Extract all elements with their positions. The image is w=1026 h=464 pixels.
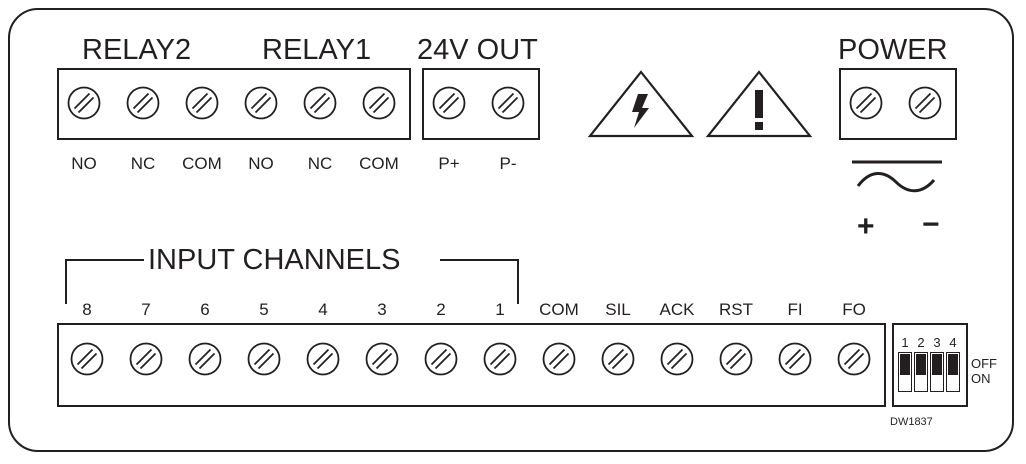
relay1-no-screw-terminal[interactable] [244, 86, 278, 120]
dip-number-2: 2 [917, 335, 925, 350]
electrical-hazard-icon [587, 70, 695, 138]
power-plus-symbol: + [857, 210, 875, 243]
dip-number-1: 1 [901, 335, 909, 350]
input-channels-bracket [65, 259, 519, 304]
relay2-com-label: COM [182, 154, 222, 173]
relay2-header: RELAY2 [82, 34, 192, 66]
fi-label: FI [787, 300, 803, 319]
relay-terminal-block [57, 68, 411, 140]
dip-switch-housing [892, 323, 968, 407]
p-plus-label: P+ [438, 154, 460, 173]
channel-1-label: 1 [495, 300, 505, 319]
fo-screw-terminal[interactable] [837, 342, 871, 376]
channel-2-screw-terminal[interactable] [424, 342, 458, 376]
rst-screw-terminal[interactable] [719, 342, 753, 376]
relay1-nc-label: NC [307, 154, 333, 173]
channel-4-screw-terminal[interactable] [306, 342, 340, 376]
dip-switch-1-knob [900, 354, 910, 375]
dip-off-label: OFF [971, 356, 997, 371]
ack-screw-terminal[interactable] [660, 342, 694, 376]
drawing-number: DW1837 [890, 416, 933, 428]
relay1-com-label: COM [359, 154, 399, 173]
ac-dc-symbol-icon [852, 160, 942, 193]
terminal-panel-outline [8, 8, 1014, 452]
24v-out-header: 24V OUT [417, 34, 538, 66]
com-label: COM [539, 300, 579, 319]
p-plus-screw-terminal[interactable] [432, 86, 466, 120]
24v-out-terminal-block [422, 68, 540, 140]
rst-label: RST [719, 300, 753, 319]
ack-label: ACK [659, 300, 695, 319]
fo-label: FO [842, 300, 866, 319]
p-minus-label: P- [499, 154, 517, 173]
dip-switch-1[interactable] [898, 352, 912, 392]
channel-8-label: 8 [82, 300, 92, 319]
channel-6-screw-terminal[interactable] [188, 342, 222, 376]
relay1-com-screw-terminal[interactable] [362, 86, 396, 120]
channel-2-label: 2 [436, 300, 446, 319]
channel-7-label: 7 [141, 300, 151, 319]
fi-screw-terminal[interactable] [778, 342, 812, 376]
channel-1-screw-terminal[interactable] [483, 342, 517, 376]
relay1-no-label: NO [248, 154, 274, 173]
channel-6-label: 6 [200, 300, 210, 319]
channel-8-screw-terminal[interactable] [70, 342, 104, 376]
input-channels-header: INPUT CHANNELS [148, 244, 401, 276]
p-minus-screw-terminal[interactable] [491, 86, 525, 120]
relay2-nc-label: NC [130, 154, 156, 173]
dip-number-4: 4 [949, 335, 957, 350]
dip-switch-2-knob [916, 354, 926, 375]
input-terminal-block [57, 323, 886, 407]
com-screw-terminal[interactable] [542, 342, 576, 376]
power-header: POWER [838, 34, 948, 66]
sil-label: SIL [605, 300, 631, 319]
dip-switch-3-knob [932, 354, 942, 375]
dip-switch-3[interactable] [930, 352, 944, 392]
relay1-nc-screw-terminal[interactable] [303, 86, 337, 120]
relay1-header: RELAY1 [262, 34, 372, 66]
general-warning-icon [705, 70, 813, 138]
dip-switch-4[interactable] [946, 352, 960, 392]
dip-on-label: ON [971, 371, 991, 386]
dip-switch-4-knob [948, 354, 958, 375]
channel-5-label: 5 [259, 300, 269, 319]
relay2-com-screw-terminal[interactable] [185, 86, 219, 120]
dip-number-3: 3 [933, 335, 941, 350]
power-terminal-block [839, 68, 957, 140]
power-plus-screw-terminal[interactable] [849, 86, 883, 120]
relay2-no-screw-terminal[interactable] [67, 86, 101, 120]
channel-3-label: 3 [377, 300, 387, 319]
power-minus-symbol: − [922, 208, 940, 241]
channel-7-screw-terminal[interactable] [129, 342, 163, 376]
relay2-no-label: NO [71, 154, 97, 173]
sil-screw-terminal[interactable] [601, 342, 635, 376]
channel-5-screw-terminal[interactable] [247, 342, 281, 376]
channel-3-screw-terminal[interactable] [365, 342, 399, 376]
channel-4-label: 4 [318, 300, 328, 319]
power-minus-screw-terminal[interactable] [908, 86, 942, 120]
relay2-nc-screw-terminal[interactable] [126, 86, 160, 120]
dip-switch-2[interactable] [914, 352, 928, 392]
